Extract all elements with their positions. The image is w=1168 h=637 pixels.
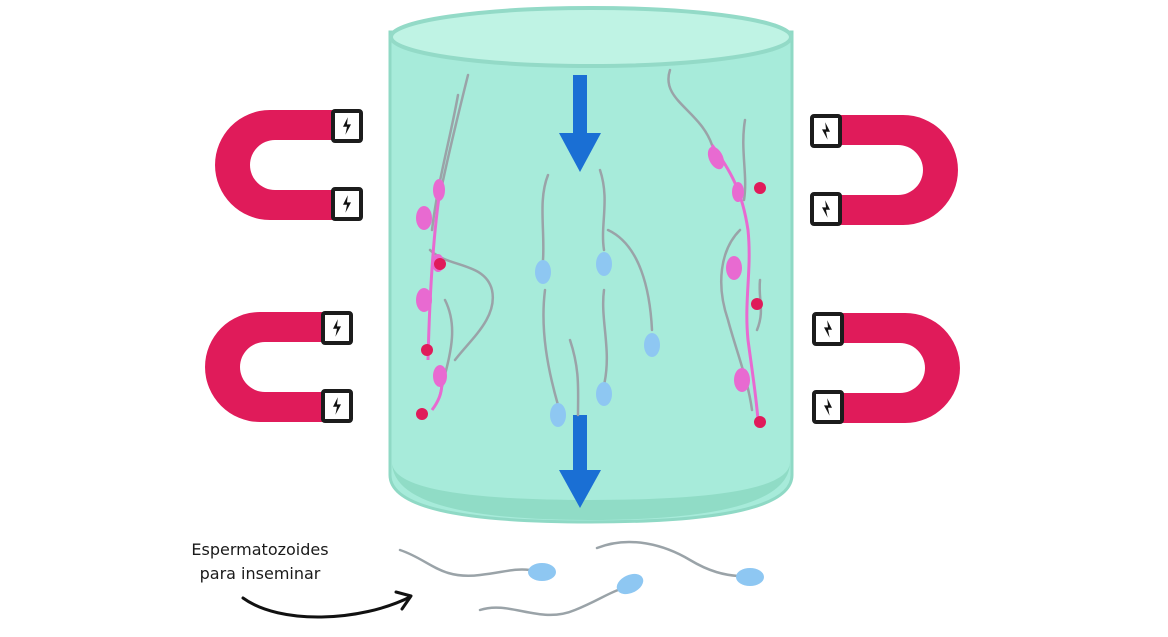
tube-top-rim xyxy=(389,6,793,68)
horseshoe-magnet-icon xyxy=(205,311,353,423)
arrow-down-icon xyxy=(559,75,601,172)
caption-line-1: Espermatozoides xyxy=(191,540,329,559)
free-sperm-tail xyxy=(398,540,740,617)
nanoparticle xyxy=(416,258,446,420)
free-sperm-group xyxy=(535,168,660,427)
tube-body xyxy=(388,30,794,524)
nanoparticle xyxy=(751,182,766,428)
horseshoe-magnet-icon xyxy=(810,114,958,226)
separation-tube xyxy=(388,6,794,524)
bound-sperm xyxy=(707,144,760,421)
free-sperm-tail xyxy=(541,168,654,417)
bound-sperm-left-cluster xyxy=(416,73,495,420)
caption-line-2: para inseminar xyxy=(199,564,321,583)
curved-arrow-icon xyxy=(241,590,413,619)
free-sperm xyxy=(528,563,764,595)
horseshoe-magnet-icon xyxy=(215,109,363,221)
horseshoe-magnet-icon xyxy=(812,312,960,424)
arrow-down-icon xyxy=(559,415,601,508)
tube-bottom-shade xyxy=(392,462,790,520)
bound-sperm-right-cluster xyxy=(667,68,766,428)
collected-sperm-group xyxy=(398,540,764,617)
caption: Espermatozoides para inseminar xyxy=(160,538,360,586)
free-sperm xyxy=(535,252,660,427)
